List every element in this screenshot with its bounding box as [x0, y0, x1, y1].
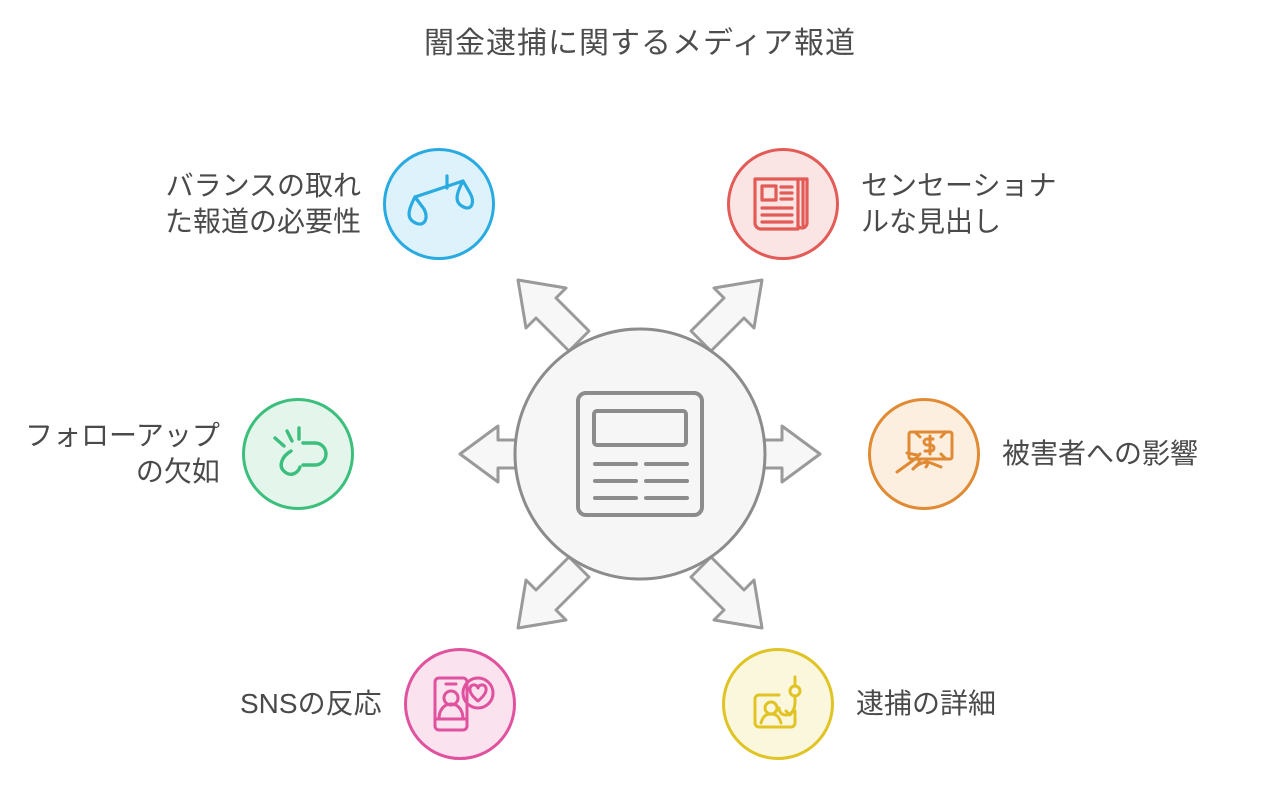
id-card-hook-icon [753, 675, 802, 729]
node-followup-label: フォローアップ の欠如 [25, 419, 220, 487]
newspaper-icon [753, 177, 809, 231]
node-balance-label: バランスの取れ た報道の必要性 [165, 169, 362, 237]
node-victim[interactable]: 被害者への影響 [868, 398, 1198, 510]
node-sensational[interactable]: センセーショナ ルな見出し [727, 148, 1056, 260]
center-hub-circle [513, 327, 767, 581]
node-sns[interactable]: SNSの反応 [240, 648, 516, 760]
node-followup[interactable]: フォローアップ の欠如 [25, 398, 354, 510]
node-sns-label: SNSの反応 [240, 687, 382, 719]
node-victim-label: 被害者への影響 [1002, 437, 1199, 469]
arrow-up-left-icon [516, 278, 591, 353]
arrow-right-icon [733, 424, 822, 484]
arrow-group [458, 278, 822, 630]
arrow-up-right-icon [689, 278, 764, 353]
node-balance-bubble[interactable] [383, 148, 496, 260]
node-arrest-bubble[interactable] [722, 648, 834, 760]
hand-money-icon [895, 430, 954, 474]
node-sensational-bubble[interactable] [727, 148, 839, 260]
arrow-down-right-icon [689, 555, 764, 630]
arrow-down-left-icon [516, 555, 591, 630]
node-sensational-label: センセーショナ ルな見出し [861, 169, 1057, 237]
node-victim-bubble[interactable] [868, 398, 980, 510]
node-arrest[interactable]: 逮捕の詳細 [722, 648, 996, 760]
balance-scale-icon [407, 174, 474, 226]
node-sns-bubble[interactable] [403, 648, 516, 760]
arrow-left-icon [458, 424, 547, 484]
node-arrest-label: 逮捕の詳細 [856, 687, 997, 719]
node-balance[interactable]: バランスの取れ た報道の必要性 [165, 148, 496, 260]
newspaper-document-icon [576, 391, 704, 517]
node-followup-bubble[interactable] [241, 398, 354, 510]
phone-heart-icon [433, 676, 495, 732]
page-title: 闇金逮捕に関するメディア報道 [424, 27, 856, 60]
broken-link-icon [273, 426, 328, 476]
